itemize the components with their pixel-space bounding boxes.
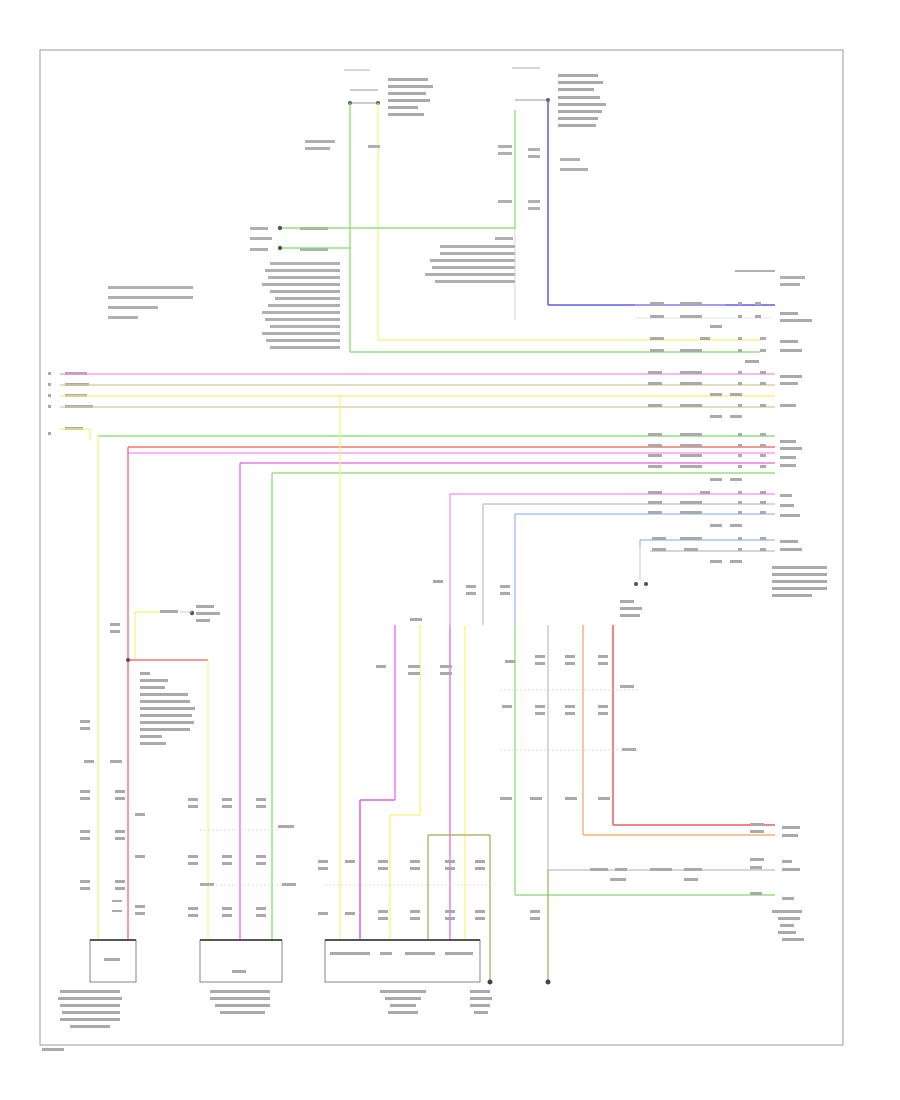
left-sensor-labels	[80, 720, 145, 915]
mid-top-labels	[376, 580, 510, 675]
component-left	[58, 939, 137, 1028]
bus-labels-left	[48, 372, 93, 435]
bus-labels-right	[648, 371, 802, 418]
top-right-corner-label	[735, 270, 805, 286]
top-left-connector	[344, 69, 433, 116]
olive-loop	[427, 834, 493, 985]
right-module-wires	[514, 548, 775, 985]
top-right-connector	[512, 67, 606, 127]
diagram-frame	[39, 49, 844, 1046]
mid-left-labels	[188, 798, 296, 917]
left-switch-marks	[112, 900, 122, 912]
left-text-block	[140, 672, 195, 745]
bus-labels-right-2	[648, 433, 802, 481]
right-connector-block-2	[650, 337, 802, 363]
right-top-label-block	[425, 145, 588, 283]
left-label-block	[250, 140, 380, 349]
bus-labels-right-3	[648, 491, 800, 527]
mid-module-labels	[318, 860, 492, 1014]
legend-block	[108, 286, 193, 319]
component-middle	[324, 939, 481, 1014]
sensor-feed-label	[110, 605, 220, 633]
right-connector-block-1	[635, 302, 812, 328]
right-module-labels	[500, 600, 804, 941]
footer-mark	[42, 1048, 64, 1051]
bus-labels-right-4	[652, 537, 827, 597]
component-mid-left	[199, 939, 283, 1014]
